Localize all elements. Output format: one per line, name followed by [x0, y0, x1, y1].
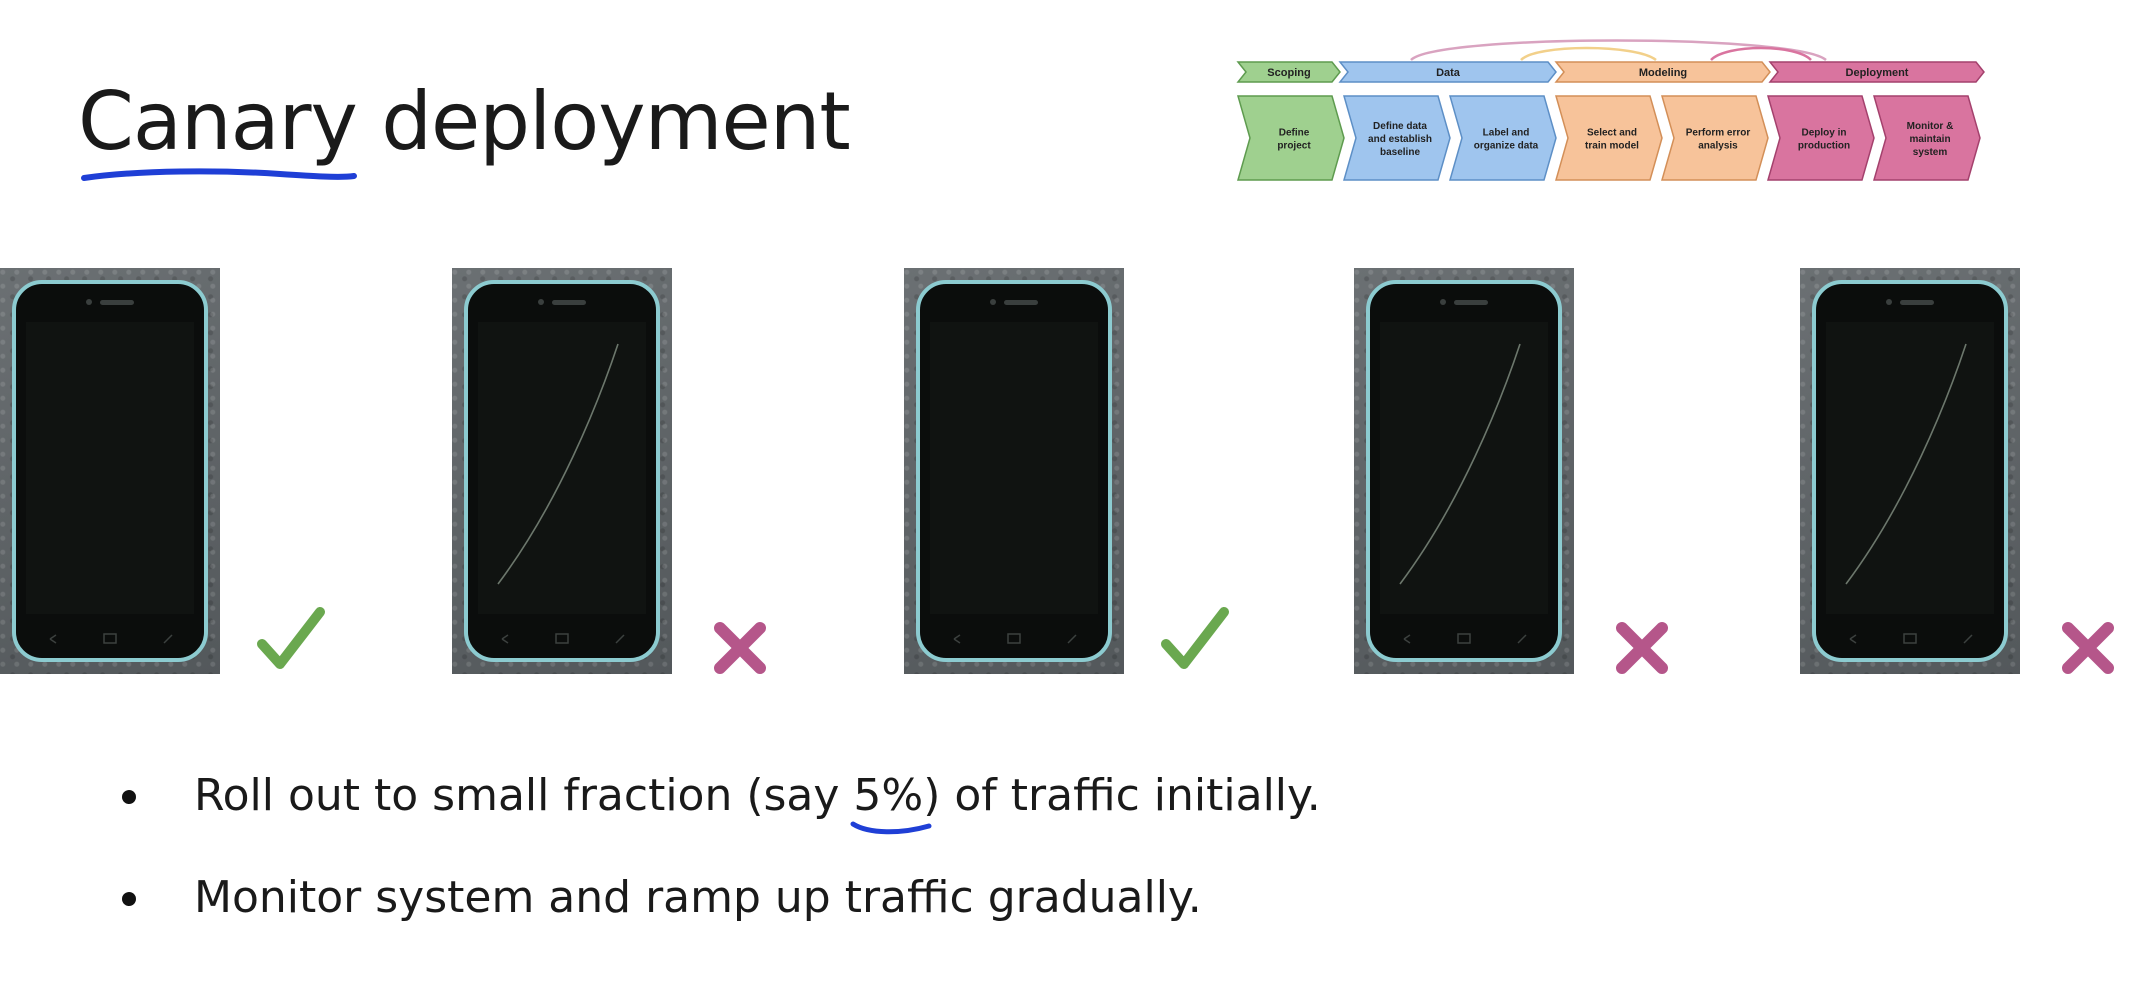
phone-speaker: [1900, 300, 1934, 305]
phone-screen: [1826, 322, 1994, 614]
phase-arrow: [1236, 61, 1341, 83]
phone-screen: [1380, 322, 1548, 614]
phone-camera: [1440, 299, 1446, 305]
phone-body: [464, 280, 660, 662]
feedback-arc: [1520, 46, 1657, 62]
phone-image: [0, 268, 220, 674]
bullet-text-1-pct: 5%): [853, 770, 941, 821]
screen-scratch: [1845, 343, 1967, 585]
phone-speaker: [1004, 300, 1038, 305]
phone-screen: [478, 322, 646, 614]
step-chevron: [1873, 95, 1981, 181]
checkmark-icon: [257, 607, 325, 669]
phone-camera: [86, 299, 92, 305]
bullet-dot: [122, 892, 136, 906]
phone-screen: [930, 322, 1098, 614]
phone-nav-buttons: [501, 633, 625, 644]
step-chevron: [1449, 95, 1557, 181]
slide-title: Canary deployment: [78, 72, 851, 172]
phase-arrow: [1338, 61, 1557, 83]
title-keyword: Canary: [78, 75, 358, 168]
feedback-arc: [1710, 46, 1812, 61]
phone-image: [904, 268, 1124, 674]
bullet-text-1a: Roll out to small fraction (say: [194, 770, 854, 821]
x-mark-icon: [2062, 622, 2114, 674]
phone-body: [1812, 280, 2008, 662]
phone-nav-buttons: [49, 633, 173, 644]
x-mark-icon: [714, 622, 766, 674]
phase-label: Deployment: [1846, 67, 1909, 79]
phone-image: [1354, 268, 1574, 674]
step-chevron: [1237, 95, 1345, 181]
step-chevron: [1767, 95, 1875, 181]
phone-body: [1366, 280, 1562, 662]
phone-nav-buttons: [1403, 633, 1527, 644]
phase-label: Modeling: [1639, 67, 1687, 79]
title-rest: deployment: [356, 75, 851, 168]
step-chevron: [1343, 95, 1451, 181]
feedback-arc: [1410, 39, 1827, 62]
phone-camera: [538, 299, 544, 305]
phone-nav-buttons: [953, 633, 1077, 644]
phone-screen: [26, 322, 194, 614]
step-chevron: [1661, 95, 1769, 181]
pct-underline-annotation: [850, 821, 932, 835]
phone-body: [12, 280, 208, 662]
phase-label: Data: [1436, 67, 1461, 79]
phase-arrow: [1554, 61, 1771, 83]
bullet-item: Monitor system and ramp up traffic gradu…: [120, 864, 1321, 966]
phase-arrow: [1768, 61, 1985, 83]
phone-camera: [1886, 299, 1892, 305]
bullet-item: Roll out to small fraction (say 5%) of t…: [120, 762, 1321, 864]
step-chevron: [1555, 95, 1663, 181]
bullet-text-2: Monitor system and ramp up traffic gradu…: [194, 872, 1202, 923]
phone-nav-buttons: [1849, 633, 1973, 644]
phone-image: [452, 268, 672, 674]
percentage-highlight: 5%): [850, 762, 941, 835]
phase-label: Scoping: [1267, 67, 1310, 79]
bullet-dot: [122, 790, 136, 804]
bullet-text-1b: of traffic initially.: [940, 770, 1321, 821]
phone-camera: [990, 299, 996, 305]
phone-image: [1800, 268, 2020, 674]
phone-speaker: [100, 300, 134, 305]
phone-speaker: [552, 300, 586, 305]
screen-scratch: [1399, 343, 1521, 585]
bullet-list: Roll out to small fraction (say 5%) of t…: [120, 762, 1321, 966]
screen-scratch: [497, 343, 619, 585]
title-underline-annotation: [81, 168, 357, 181]
phone-body: [916, 280, 1112, 662]
checkmark-icon: [1161, 607, 1229, 669]
phone-speaker: [1454, 300, 1488, 305]
x-mark-icon: [1616, 622, 1668, 674]
